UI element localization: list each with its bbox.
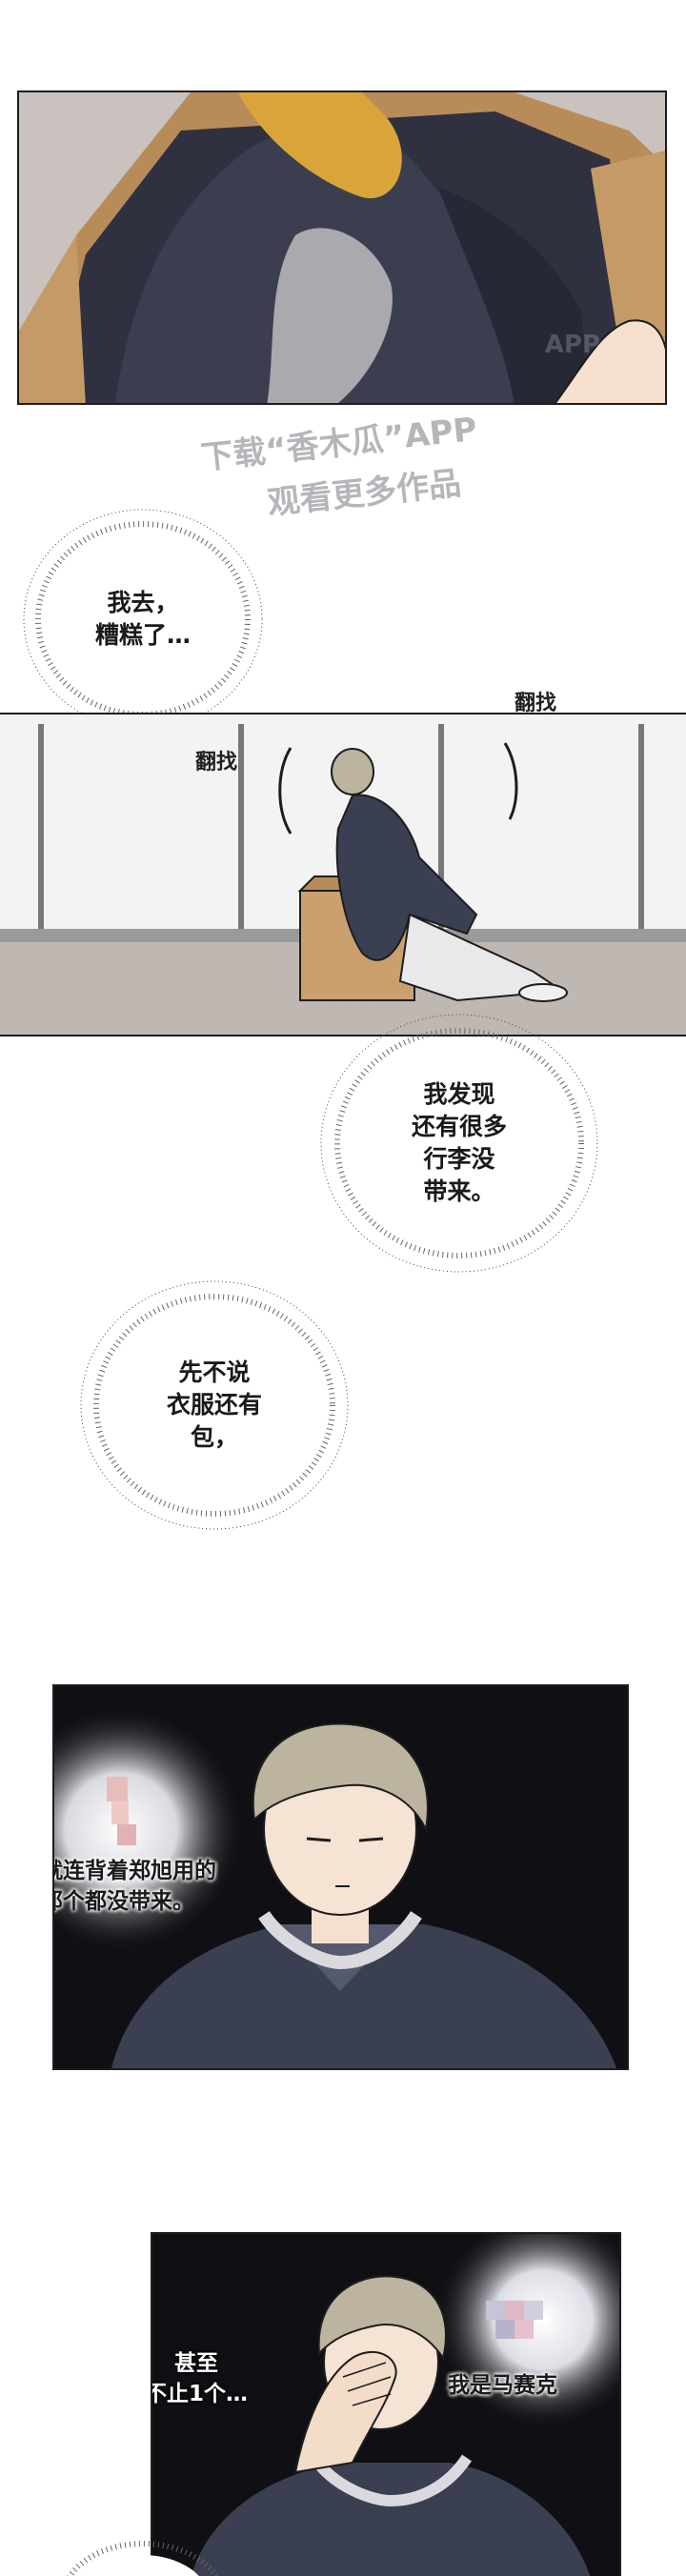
watermark-app: APP	[544, 331, 600, 359]
caption-mosaic-note: 我是马赛克	[448, 2373, 557, 2398]
caption-more-than-one: 甚至 不止1个…	[151, 2351, 249, 2406]
bubble-2-text: 我发现 还有很多 行李没 带来。	[411, 1080, 507, 1205]
facepalm-illustration	[152, 2234, 619, 2576]
sfx-rummage-right: 翻找	[514, 714, 556, 716]
sfx-rummage-left: 翻找	[195, 751, 238, 775]
sfx-rummage-top-right: 翻找	[514, 692, 557, 715]
panel-rummaging: 翻找 翻找	[0, 713, 686, 1036]
panel-box-clothes: APP	[17, 91, 667, 405]
speech-bubble-oh-no: 我去， 糟糕了…	[19, 505, 267, 734]
speech-bubble-luggage: 我发现 还有很多 行李没 带来。	[316, 1010, 602, 1277]
speech-bubble-clothes-bag: 先不说 衣服还有 包，	[76, 1277, 353, 1534]
burst-bubble-shape	[80, 1280, 349, 1530]
box-clothes-illustration	[19, 92, 665, 403]
partial-burst-bubble	[66, 2541, 220, 2576]
caption-didnt-bring-it: 就连背着郑旭用的 那个都没带来。	[52, 1859, 216, 1914]
rummaging-illustration	[0, 714, 686, 1035]
panel-facepalm: 甚至 不止1个… 我是马赛克	[151, 2232, 621, 2576]
panel-closed-eyes: 就连背着郑旭用的 那个都没带来。	[52, 1684, 629, 2070]
bubble-3-text: 先不说 衣服还有 包，	[166, 1358, 262, 1451]
closed-eyes-illustration	[54, 1686, 627, 2068]
burst-bubble-shape	[320, 1014, 598, 1273]
bubble-1-text: 我去， 糟糕了…	[94, 589, 191, 649]
